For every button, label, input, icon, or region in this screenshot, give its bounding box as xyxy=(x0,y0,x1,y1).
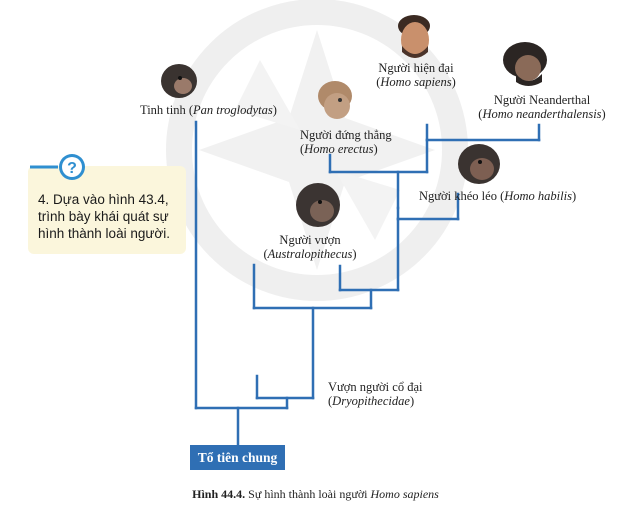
australopithecus-scientific-line: (Australopithecus) xyxy=(263,247,357,261)
erectus-scientific-line: (Homo erectus) xyxy=(300,142,378,156)
dryopithecidae-common-name: Vượn người cổ đại xyxy=(328,380,423,394)
question-line-3: hình thành loài người. xyxy=(38,226,170,241)
caption-scientific-name: Homo sapiens xyxy=(370,487,439,501)
sapiens-scientific-line: (Homo sapiens) xyxy=(376,75,456,89)
sapiens-scientific-name: Homo sapiens xyxy=(380,75,452,89)
pan-common-name: Tinh tinh ( xyxy=(140,103,194,117)
dryopithecidae-scientific-line: (Dryopithecidae) xyxy=(328,394,415,408)
homo-erectus-head-icon xyxy=(318,81,352,119)
australopithecus-common-name: Người vượn xyxy=(279,233,341,247)
erectus-label: Người đứng thẳng (Homo erectus) xyxy=(300,128,392,156)
sapiens-common-name: Người hiện đại xyxy=(378,61,454,75)
australopithecus-label: Người vượn (Australopithecus) xyxy=(250,233,370,261)
neanderthal-head-icon xyxy=(503,42,547,86)
erectus-common-name: Người đứng thẳng xyxy=(300,128,392,142)
question-line-2: trình bày khái quát sự xyxy=(38,209,169,224)
question-line-1: 4. Dựa vào hình 43.4, xyxy=(38,192,169,207)
question-mark-icon: ? xyxy=(30,154,85,180)
question-box: 4. Dựa vào hình 43.4, trình bày khái quá… xyxy=(28,166,186,254)
homo-habilis-head-icon xyxy=(458,144,500,184)
sapiens-label: Người hiện đại (Homo sapiens) xyxy=(356,61,476,89)
neanderthal-scientific-line: (Homo neanderthalensis) xyxy=(478,107,606,121)
neanderthal-common-name: Người Neanderthal xyxy=(493,93,591,107)
habilis-common-name: Người khéo léo ( xyxy=(419,189,505,203)
modern-human-head-icon xyxy=(398,15,430,58)
dryopithecidae-label: Vượn người cổ đại (Dryopithecidae) xyxy=(328,380,422,408)
neanderthal-label: Người Neanderthal (Homo neanderthalensis… xyxy=(473,93,611,121)
pan-label: Tinh tinh (Pan troglodytas) xyxy=(140,103,277,117)
dryopithecidae-scientific-name: Dryopithecidae xyxy=(332,394,410,408)
erectus-scientific-name: Homo erectus xyxy=(304,142,374,156)
svg-text:?: ? xyxy=(67,160,77,177)
habilis-scientific-name: Homo habilis xyxy=(504,189,572,203)
neanderthal-scientific-name: Homo neanderthalensis xyxy=(482,107,602,121)
caption-text: Sự hình thành loài người xyxy=(245,487,371,501)
caption-figure-number: Hình 44.4. xyxy=(192,487,246,501)
pan-close-paren: ) xyxy=(272,103,277,117)
pan-scientific-name: Pan troglodytas xyxy=(193,103,273,117)
australopithecus-head-icon xyxy=(296,183,340,227)
figure-caption: Hình 44.4. Sự hình thành loài người Homo… xyxy=(0,487,631,502)
habilis-label: Người khéo léo (Homo habilis) xyxy=(419,189,576,203)
habilis-close-paren: ) xyxy=(571,189,577,203)
australopithecus-scientific-name: Australopithecus xyxy=(267,247,353,261)
common-ancestor-box: Tổ tiên chung xyxy=(190,445,285,470)
chimpanzee-head-icon xyxy=(161,64,197,98)
